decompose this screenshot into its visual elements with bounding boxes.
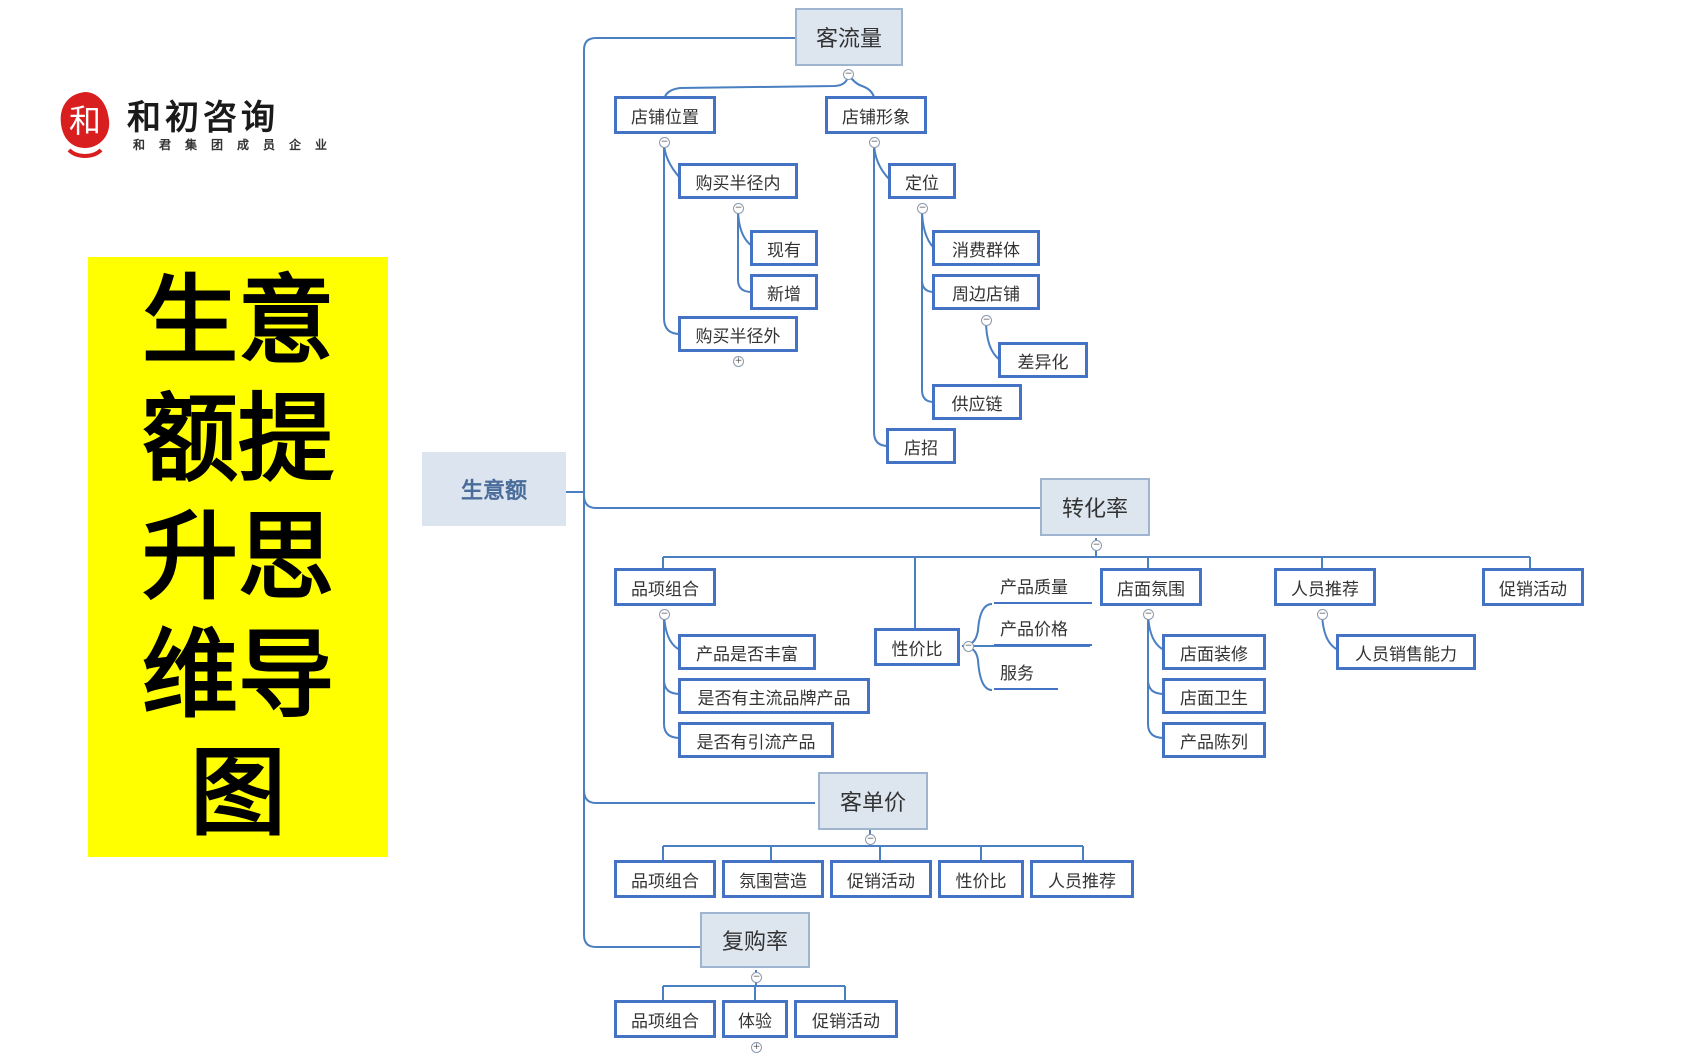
company-logo: 和 和初咨询 和君集团成员企业 (55, 88, 375, 168)
collapse-icon[interactable]: − (865, 834, 876, 845)
root-node[interactable]: 生意额 (422, 452, 566, 526)
node-differentiation[interactable]: 差异化 (998, 342, 1088, 378)
node-ticket[interactable]: 客单价 (818, 772, 928, 830)
collapse-icon[interactable]: − (843, 69, 854, 80)
collapse-icon[interactable]: − (1091, 540, 1102, 551)
node-staff-item[interactable]: 人员销售能力 (1336, 634, 1476, 670)
node-ambience-item[interactable]: 产品陈列 (1162, 722, 1266, 758)
collapse-icon[interactable]: − (751, 972, 762, 983)
node-value-item[interactable]: 产品价格 (994, 612, 1092, 646)
node-ambience-item[interactable]: 店面装修 (1162, 634, 1266, 670)
node-new[interactable]: 新增 (750, 274, 818, 310)
collapse-icon[interactable]: − (1143, 609, 1154, 620)
node-conversion[interactable]: 转化率 (1040, 478, 1150, 536)
node-store-location[interactable]: 店铺位置 (614, 96, 716, 134)
node-value[interactable]: 性价比 (874, 628, 960, 666)
expand-icon[interactable]: + (733, 356, 744, 367)
node-supply-chain[interactable]: 供应链 (932, 384, 1022, 420)
node-value-item[interactable]: 服务 (994, 656, 1058, 690)
collapse-icon[interactable]: − (963, 641, 974, 652)
page-title: 生意额提升思维导图 (142, 265, 334, 849)
node-nearby-stores[interactable]: 周边店铺 (932, 274, 1040, 310)
node-store-image[interactable]: 店铺形象 (825, 96, 927, 134)
node-staff-recommend[interactable]: 人员推荐 (1274, 568, 1376, 606)
collapse-icon[interactable]: − (869, 137, 880, 148)
expand-icon[interactable]: + (751, 1042, 762, 1053)
node-repurchase-item[interactable]: 品项组合 (614, 1000, 716, 1038)
node-ambience[interactable]: 店面氛围 (1100, 568, 1202, 606)
node-value-item[interactable]: 产品质量 (994, 570, 1092, 604)
node-ticket-item[interactable]: 氛围营造 (722, 860, 824, 898)
node-consumer-group[interactable]: 消费群体 (932, 230, 1040, 266)
logo-subtitle: 和君集团成员企业 (133, 138, 342, 152)
title-panel: 生意额提升思维导图 (88, 257, 388, 857)
collapse-icon[interactable]: − (1317, 609, 1328, 620)
node-promotion[interactable]: 促销活动 (1482, 568, 1584, 606)
node-positioning[interactable]: 定位 (888, 163, 956, 199)
node-ticket-item[interactable]: 性价比 (938, 860, 1024, 898)
logo-seal-icon: 和 (60, 92, 110, 158)
collapse-icon[interactable]: − (659, 137, 670, 148)
node-ticket-item[interactable]: 品项组合 (614, 860, 716, 898)
node-signage[interactable]: 店招 (886, 428, 956, 464)
node-assortment-item[interactable]: 产品是否丰富 (678, 634, 816, 670)
logo-name: 和初咨询 (127, 98, 279, 138)
node-ticket-item[interactable]: 人员推荐 (1030, 860, 1134, 898)
node-assortment-item[interactable]: 是否有主流品牌产品 (678, 678, 870, 714)
node-existing[interactable]: 现有 (750, 230, 818, 266)
node-ambience-item[interactable]: 店面卫生 (1162, 678, 1266, 714)
collapse-icon[interactable]: − (917, 203, 928, 214)
node-repurchase[interactable]: 复购率 (700, 912, 810, 968)
node-ticket-item[interactable]: 促销活动 (830, 860, 932, 898)
node-outside-radius[interactable]: 购买半径外 (678, 316, 798, 352)
node-repurchase-item[interactable]: 促销活动 (794, 1000, 898, 1038)
logo-mark-char: 和 (69, 102, 101, 140)
node-within-radius[interactable]: 购买半径内 (678, 163, 798, 199)
node-traffic[interactable]: 客流量 (795, 8, 903, 66)
node-repurchase-item[interactable]: 体验 (722, 1000, 788, 1038)
node-assortment-item[interactable]: 是否有引流产品 (678, 722, 834, 758)
collapse-icon[interactable]: − (659, 609, 670, 620)
node-assortment[interactable]: 品项组合 (614, 568, 716, 606)
collapse-icon[interactable]: − (981, 315, 992, 326)
collapse-icon[interactable]: − (733, 203, 744, 214)
